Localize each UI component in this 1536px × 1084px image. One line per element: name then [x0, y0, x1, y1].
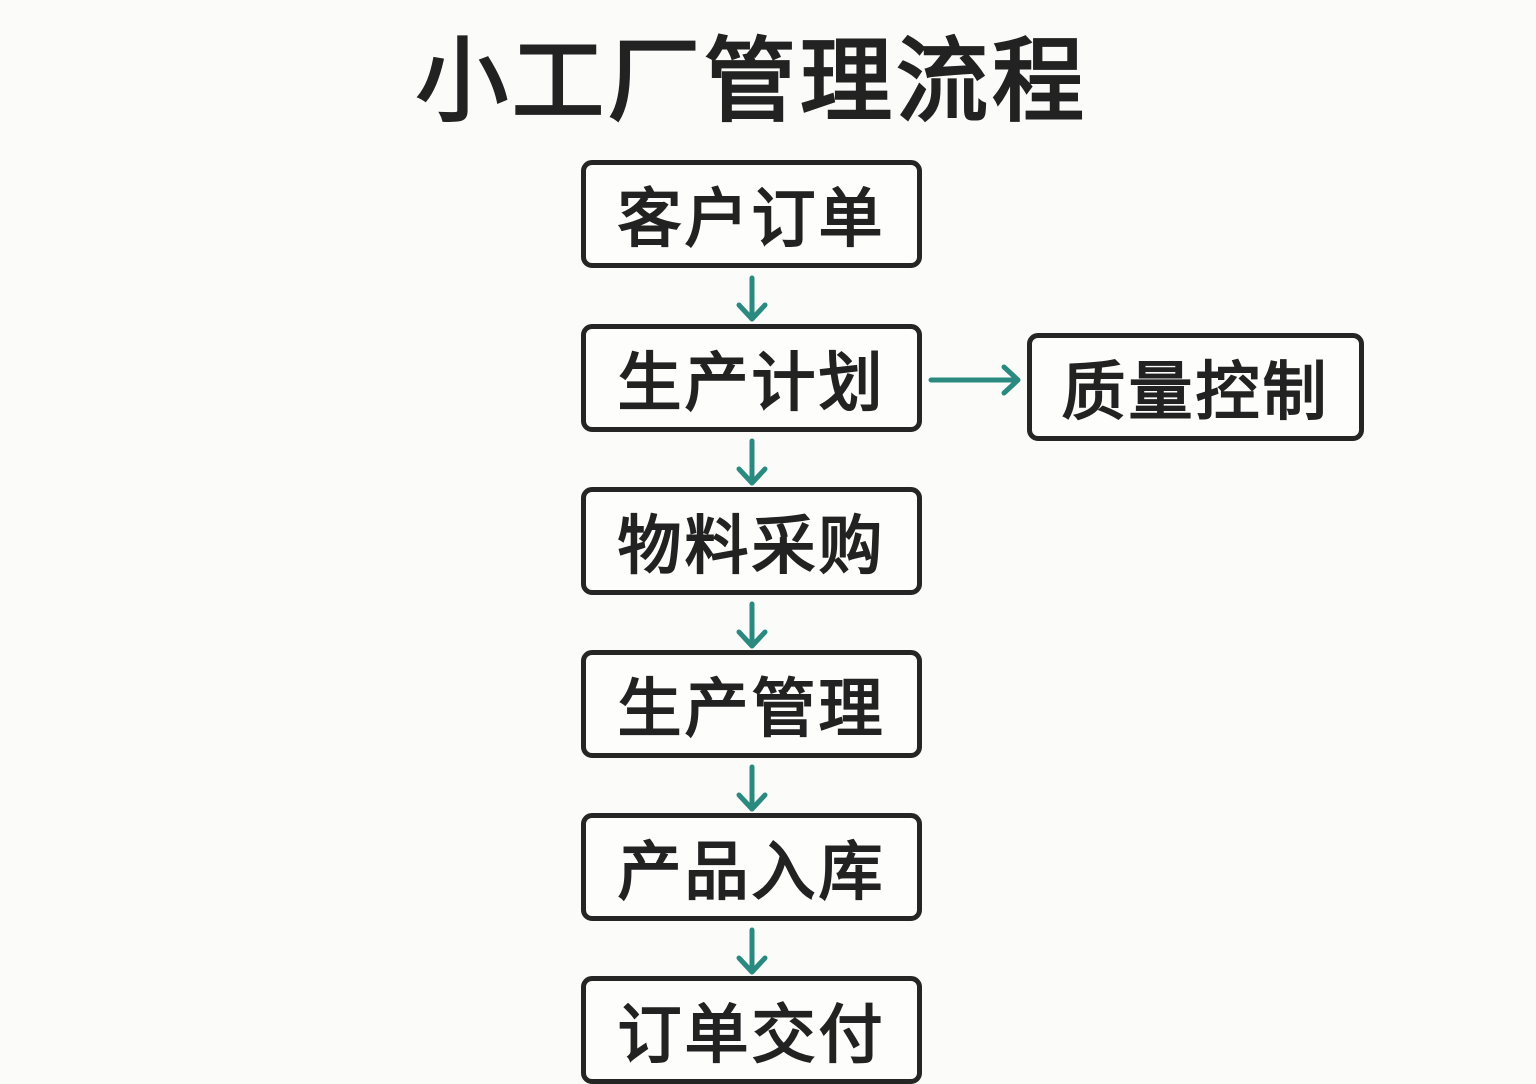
step-customer-order: 客户订单	[581, 160, 922, 268]
arrow-down-icon	[736, 275, 768, 322]
flow-arrows	[736, 275, 1021, 975]
step-quality-control: 质量控制	[1027, 333, 1364, 441]
step-material-purchase: 物料采购	[581, 487, 922, 595]
step-production-management: 生产管理	[581, 650, 922, 758]
diagram-title: 小工厂管理流程	[415, 31, 1088, 133]
arrow-right-icon	[928, 364, 1021, 396]
arrow-down-icon	[736, 438, 768, 486]
step-production-plan: 生产计划	[581, 324, 922, 432]
arrow-down-icon	[736, 927, 768, 975]
arrow-down-icon	[736, 601, 768, 649]
arrow-down-icon	[736, 764, 768, 812]
step-product-warehousing: 产品入库	[581, 813, 922, 921]
